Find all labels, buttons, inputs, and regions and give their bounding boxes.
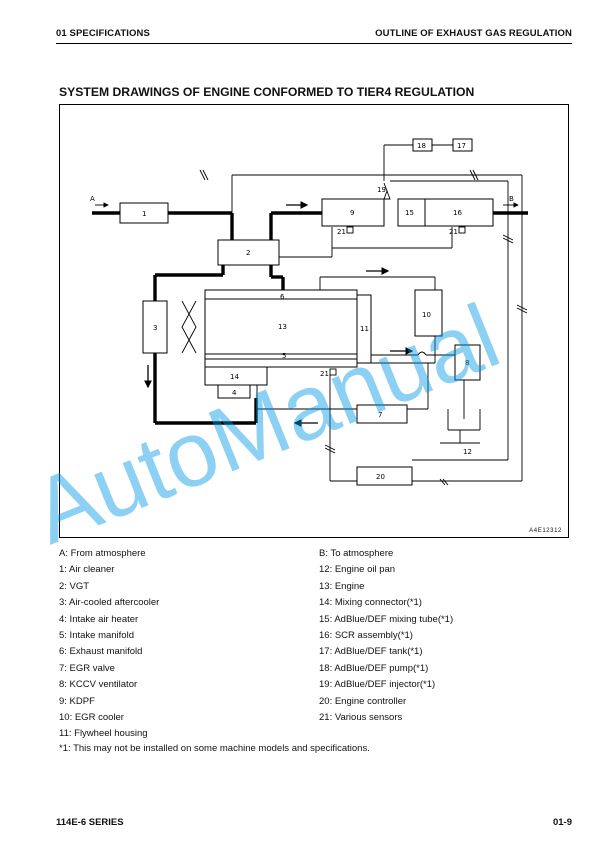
sensor-icon [458,226,466,234]
legend-item: 6: Exhaust manifold [59,646,143,658]
label-20: 20 [376,473,385,481]
legend-item: 2: VGT [59,580,90,592]
def-pump-box [412,138,433,152]
legend-item: 9: KDPF [59,695,95,707]
legend-item: A: From atmosphere [59,548,146,559]
label-8: 8 [465,359,469,367]
legend-item: 5: Intake manifold [59,630,134,642]
label-5: 5 [282,352,286,360]
system-drawing: A B 1 2 3 4 5 6 7 8 9 10 11 12 13 14 15 … [90,138,528,486]
label-13: 13 [278,323,287,331]
legend-item: B: To atmosphere [319,548,394,559]
label-21-engine: 21 [320,370,329,378]
legend-left-column: A: From atmosphere 1: Air cleaner 2: VGT 3:… [59,546,159,743]
legend-item: 12: Engine oil pan [319,564,396,576]
legend-right-column: B: To atmosphere 12: Engine oil pan 13: En… [319,546,453,726]
legend-item: 11: Flywheel housing [59,728,148,740]
legend-item: 18: AdBlue/DEF pump(*1) [319,662,429,674]
footer-series: 114E-6 SERIES [56,817,124,828]
label-b: B [509,195,514,203]
label-19: 19 [377,186,386,194]
def-injector-icon [383,189,391,200]
legend-item: 10: EGR cooler [59,712,124,724]
label-21-kdpf: 21 [337,228,346,236]
legend-item: 4: Intake air heater [59,613,139,625]
sensor-icon [346,226,354,234]
egr-valve-box [356,404,408,424]
label-1: 1 [142,210,146,218]
label-15: 15 [405,209,414,217]
label-4: 4 [232,389,237,397]
legend-item: 20: Engine controller [319,695,407,707]
legend-item: 13: Engine [319,580,365,592]
header-rule [56,43,572,44]
legend-item: 19: AdBlue/DEF injector(*1) [319,679,436,691]
label-9: 9 [350,209,354,217]
label-7: 7 [378,411,382,419]
label-11: 11 [360,325,369,333]
label-16: 16 [453,209,462,217]
intake-air-heater-box [217,384,251,399]
legend-item: 8: KCCV ventilator [59,679,138,691]
vgt-box [217,239,280,266]
label-a: A [90,195,95,203]
page-title: SYSTEM DRAWINGS OF ENGINE CONFORMED TO T… [59,85,475,99]
mixing-tube-box [397,198,426,227]
label-2: 2 [246,249,250,257]
scr-assembly-box [424,198,494,227]
label-10: 10 [422,311,431,319]
egr-cooler-box [414,289,443,337]
legend-item: 21: Various sensors [319,712,403,724]
aftercooler-box [142,300,168,354]
header-section-title: 01 SPECIFICATIONS [56,28,150,39]
label-12: 12 [463,448,472,456]
kccv-ventilator-box [454,344,481,381]
flywheel-housing-box [356,294,372,364]
kdpf-box [321,198,385,227]
footnote: *1: This may not be installed on some ma… [59,743,370,754]
label-6: 6 [280,293,285,301]
air-cleaner-box [119,202,169,224]
legend-item: 3: Air-cooled aftercooler [59,597,160,609]
legend-item: 17: AdBlue/DEF tank(*1) [319,646,423,658]
system-drawing-frame: A B 1 2 3 4 5 6 7 8 9 10 11 12 13 14 15 … [59,104,569,538]
engine-controller-box [356,466,413,486]
label-18: 18 [417,142,426,150]
figure-code: A4E12312 [529,528,562,534]
legend-item: 7: EGR valve [59,662,115,674]
legend-item: 16: SCR assembly(*1) [319,630,413,642]
footer-page-number: 01-9 [552,817,572,828]
legend-item: 14: Mixing connector(*1) [319,597,422,609]
legend-item: 15: AdBlue/DEF mixing tube(*1) [319,613,454,625]
cooling-fan-icon [181,300,197,354]
label-14: 14 [230,373,239,381]
label-17: 17 [457,142,466,150]
def-tank-box [452,138,473,152]
legend-item: 1: Air cleaner [59,564,115,576]
sensor-icon [329,368,337,376]
label-21-scr: 21 [449,228,458,236]
header-topic-title: OUTLINE OF EXHAUST GAS REGULATION [375,28,572,39]
label-3: 3 [153,324,157,332]
